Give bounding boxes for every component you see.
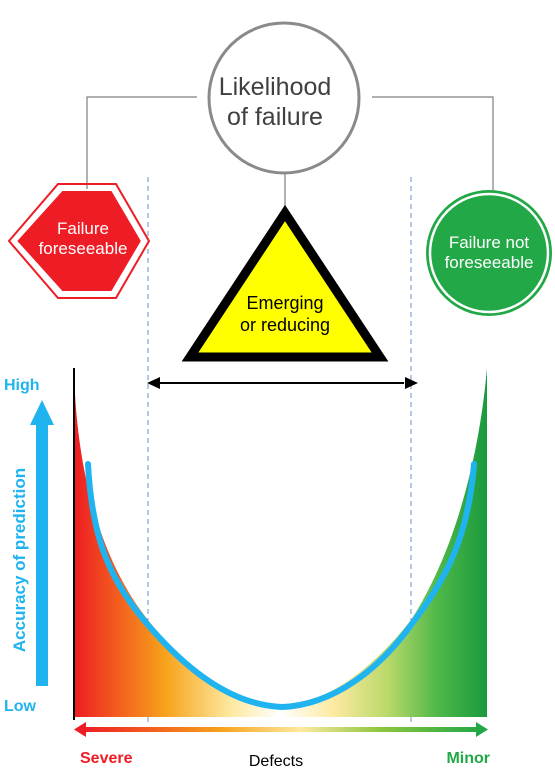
accuracy-arrow [30,400,54,686]
likelihood-label: Likelihood of failure [195,72,355,132]
likelihood-label-line2: of failure [227,103,323,131]
likelihood-circle [207,21,361,175]
failure-foreseeable-line1: Failure [57,219,109,238]
emerging-label: Emerging or reducing [205,293,365,336]
failure-foreseeable-line2: foreseeable [38,239,128,259]
failure-not-foreseeable-circle [426,190,552,316]
connector-right [372,96,494,190]
defects-axis-head-right [476,722,488,737]
defects-axis-head-left [74,722,86,737]
likelihood-label-line1: Likelihood [218,73,332,101]
failure-not-foreseeable-label: Failure not foreseeable [424,233,554,274]
emerging-line1: Emerging [246,293,324,313]
failure-not-foreseeable-line1: Failure not [448,233,530,252]
defects-axis [74,722,488,737]
accuracy-arrow-head [30,400,54,425]
connector-left [86,96,197,190]
span-arrow [147,377,418,389]
y-axis-high-label: High [4,377,40,394]
failure-not-foreseeable-circle-ring [428,192,550,314]
x-axis-severe-label: Severe [80,750,133,767]
failure-foreseeable-octagon [14,189,144,293]
span-arrow-head-right [405,377,418,389]
emerging-triangle [181,204,389,362]
failure-foreseeable-octagon-outline [7,183,151,299]
defects-axis-bar [82,727,480,732]
failure-not-foreseeable-line2: foreseeable [444,253,534,273]
accuracy-curve [85,461,477,711]
failure-foreseeable-label: Failure foreseeable [24,219,142,260]
span-arrow-head-left [147,377,160,389]
y-axis-title-text: Accuracy of prediction [10,467,29,653]
y-axis-low-label: Low [4,698,36,715]
x-axis-defects-label: Defects [248,753,304,770]
accuracy-area [74,368,487,717]
emerging-line2: or reducing [239,314,331,335]
x-axis-minor-label: Minor [446,750,490,767]
accuracy-arrow-shaft [36,421,48,686]
